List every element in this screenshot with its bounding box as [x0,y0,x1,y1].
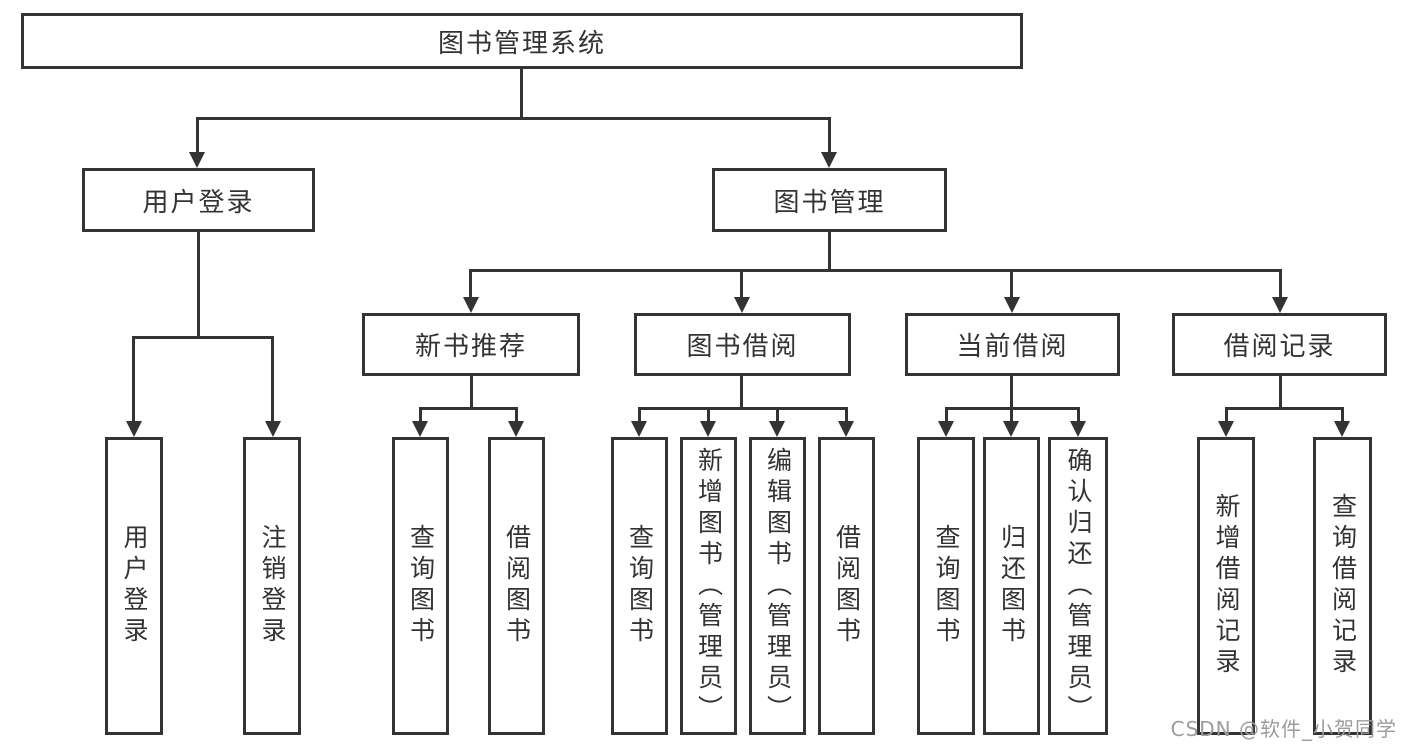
arrowhead-down-icon [938,421,954,437]
connector-line [1010,376,1013,410]
connector-line [197,232,200,339]
node-label: 注销登录 [258,524,287,648]
node-label: 新增图书（管理员） [694,446,724,726]
arrowhead-down-icon [1218,421,1234,437]
node-label: 用户登录 [120,524,149,648]
node-label: 确认归还（管理员） [1064,446,1093,726]
connector-line [520,69,523,119]
connector-line [845,407,848,423]
node-label: 图书管理 [773,187,886,218]
node-label: 用户登录 [142,187,255,218]
connector-line [638,407,641,423]
node-label: 借阅记录 [1223,332,1336,362]
node-label: 借阅图书 [502,524,532,648]
leaf-borrow-books: 借阅图书 [818,437,875,735]
connector-line [419,407,518,410]
arrowhead-down-icon [1272,297,1288,313]
connector-line [132,336,135,423]
arrowhead-down-icon [821,152,837,168]
connector-line [196,117,199,154]
node-label: 当前借阅 [956,332,1069,362]
leaf-search-books: 查询图书 [392,437,449,735]
arrowhead-down-icon [1004,297,1020,313]
arrowhead-down-icon [463,297,479,313]
leaf-add-borrowing-record: 新增借阅记录 [1197,437,1255,735]
node-current-borrowing: 当前借阅 [905,313,1120,376]
leaf-search-books: 查询图书 [611,437,668,735]
node-book-borrowing: 图书借阅 [634,313,851,376]
node-label: 查询借阅记录 [1328,493,1358,679]
connector-line [1225,407,1344,410]
node-label: 归还图书 [997,524,1027,648]
connector-line [1341,407,1344,423]
leaf-add-books-admin: 新增图书（管理员） [680,437,737,735]
node-label: 查询图书 [625,524,655,648]
arrowhead-down-icon [189,152,205,168]
arrowhead-down-icon [1070,421,1086,437]
node-label: 查询图书 [406,524,436,648]
leaf-return-books: 归还图书 [983,437,1040,735]
arrowhead-down-icon [1003,421,1019,437]
connector-line [828,117,831,154]
connector-line [271,336,274,423]
connector-line [776,407,779,423]
node-new-book-recommendation: 新书推荐 [362,313,580,376]
leaf-confirm-return-admin: 确认归还（管理员） [1048,437,1108,735]
arrowhead-down-icon [1334,421,1350,437]
connector-line [515,407,518,423]
connector-line [945,407,948,423]
arrowhead-down-icon [508,421,524,437]
connector-line [470,376,473,410]
leaf-borrow-books: 借阅图书 [488,437,545,735]
node-label: 借阅图书 [832,524,862,648]
node-library-management-system: 图书管理系统 [21,13,1023,69]
connector-line [469,269,1282,272]
leaf-logout: 注销登录 [243,437,301,735]
connector-line [1225,407,1228,423]
connector-line [638,407,848,410]
node-user-login: 用户登录 [82,168,315,232]
arrowhead-down-icon [631,421,647,437]
node-label: 新增借阅记录 [1212,493,1241,679]
leaf-search-books: 查询图书 [917,437,975,735]
connector-line [740,376,743,410]
arrowhead-down-icon [700,421,716,437]
node-label: 新书推荐 [414,332,527,362]
leaf-user-login: 用户登录 [105,437,163,735]
connector-line [469,269,472,299]
node-label: 查询图书 [932,524,961,648]
connector-line [419,407,422,423]
node-borrowing-records: 借阅记录 [1172,313,1387,376]
connector-line [1010,269,1013,299]
arrowhead-down-icon [265,421,281,437]
arrowhead-down-icon [838,421,854,437]
node-label: 编辑图书（管理员） [763,446,793,726]
connector-line [1279,269,1282,299]
connector-line [132,336,274,339]
node-label: 图书管理系统 [437,28,606,59]
arrowhead-down-icon [734,297,750,313]
arrowhead-down-icon [412,421,428,437]
arrowhead-down-icon [769,421,785,437]
leaf-search-borrowing-record: 查询借阅记录 [1313,437,1372,735]
connector-line [1010,407,1013,423]
node-book-management: 图书管理 [712,168,947,232]
node-label: 图书借阅 [686,332,799,362]
leaf-edit-books-admin: 编辑图书（管理员） [749,437,806,735]
connector-line [1077,407,1080,423]
arrowhead-down-icon [126,421,142,437]
connector-line [707,407,710,423]
connector-line [828,232,831,272]
connector-line [1279,376,1282,410]
connector-line [196,117,831,120]
watermark-text: CSDN @软件_小贺同学 [1170,717,1397,741]
connector-line [740,269,743,299]
